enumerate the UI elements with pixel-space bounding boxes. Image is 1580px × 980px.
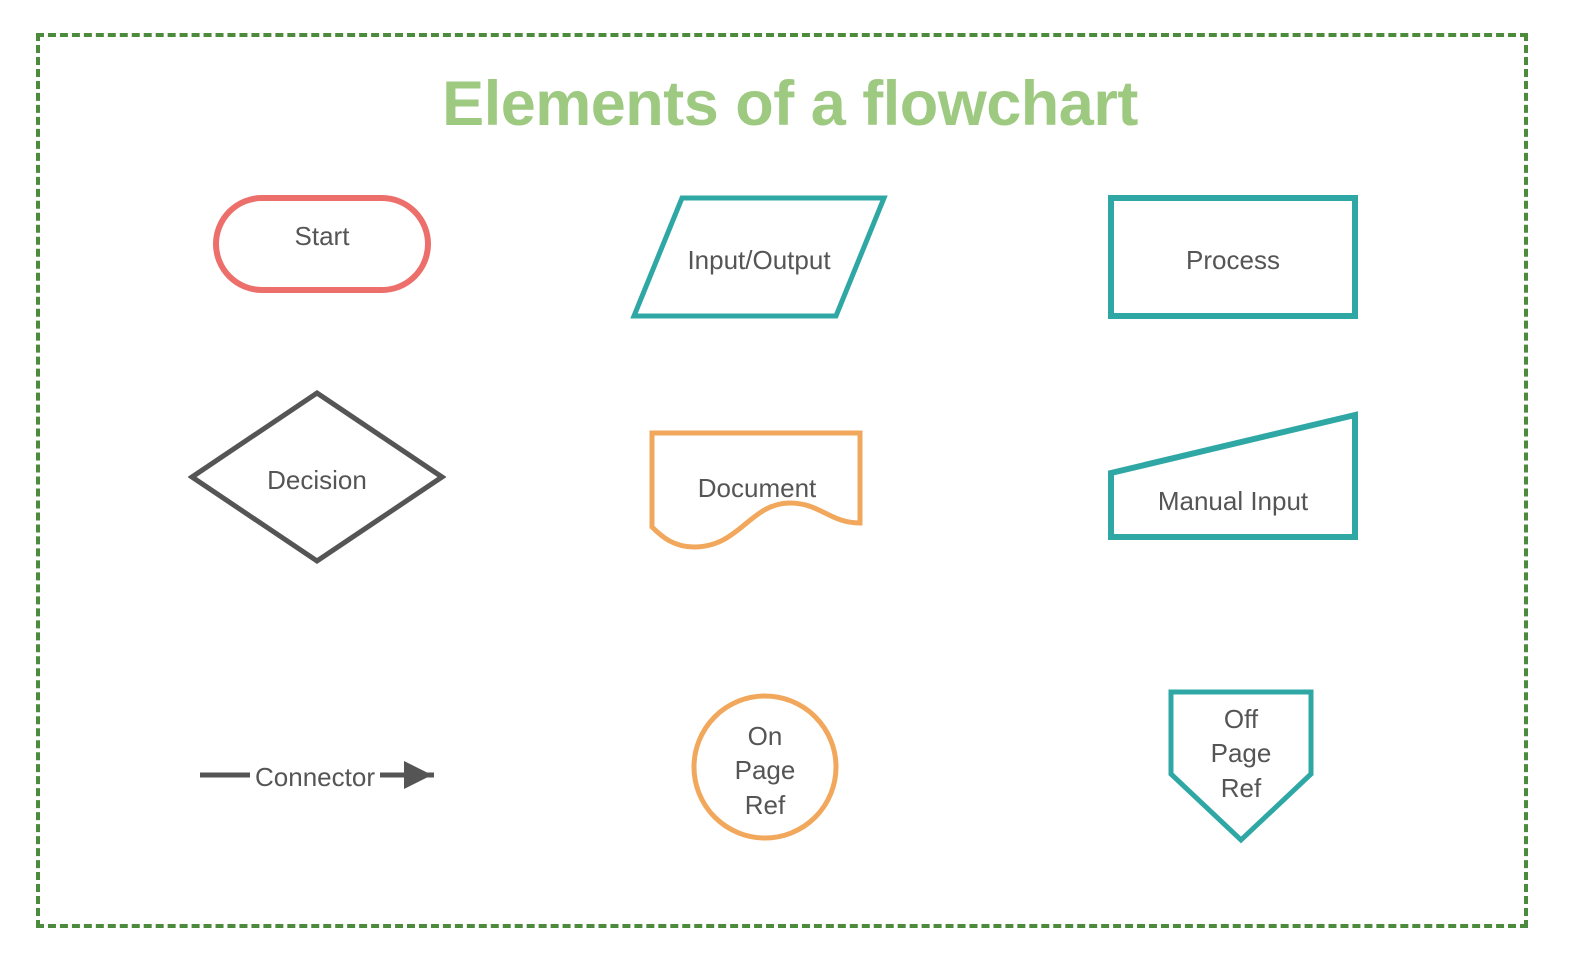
shape-process[interactable]: Process	[1107, 194, 1359, 320]
shape-connector[interactable]: Connector	[198, 755, 434, 795]
input-output-parallelogram-icon	[630, 195, 888, 319]
shape-document[interactable]: Document	[648, 429, 866, 553]
start-terminator-icon	[213, 195, 431, 293]
off-page-ref-pentagon-icon	[1168, 689, 1314, 844]
shape-input-output[interactable]: Input/Output	[630, 194, 888, 320]
shape-on-page-ref[interactable]: On Page Ref	[690, 692, 840, 842]
connector-arrow-icon	[200, 761, 434, 789]
document-wave-icon	[649, 430, 863, 550]
on-page-ref-circle-icon	[691, 693, 839, 841]
manual-input-icon	[1108, 411, 1358, 540]
shape-decision[interactable]: Decision	[188, 389, 446, 565]
shape-off-page-ref[interactable]: Off Page Ref	[1167, 688, 1315, 844]
shape-start[interactable]: Start	[212, 194, 432, 294]
process-rectangle-icon	[1108, 195, 1358, 319]
decision-diamond-icon	[188, 389, 446, 565]
dashed-border-frame	[36, 33, 1528, 928]
page-title: Elements of a flowchart	[442, 69, 1138, 139]
shape-manual-input[interactable]: Manual Input	[1107, 411, 1359, 541]
